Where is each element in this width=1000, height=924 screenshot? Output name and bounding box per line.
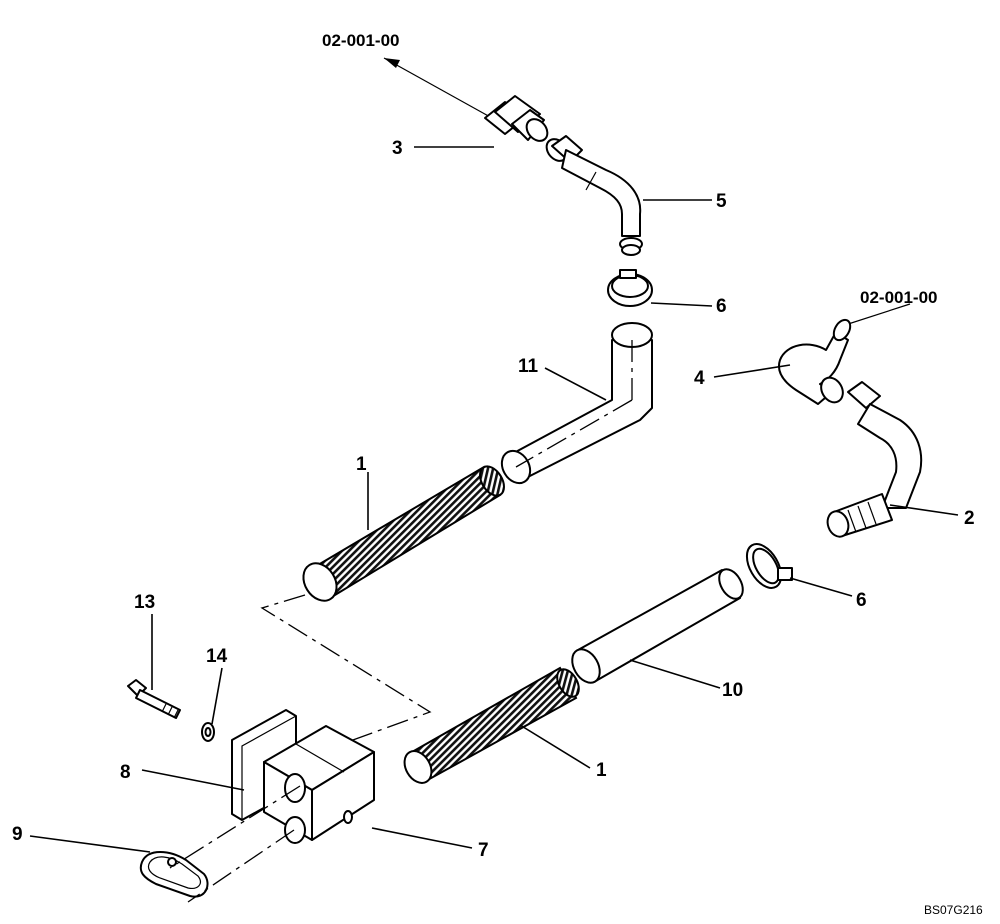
callout-7: 7 — [478, 840, 489, 861]
part-11-bent-hose — [500, 322, 653, 485]
part-5-elbow-tube — [551, 135, 643, 256]
callout-9: 9 — [12, 824, 23, 845]
callout-13: 13 — [134, 592, 155, 613]
part-13-bolt — [127, 679, 181, 719]
part-9-clip — [139, 851, 209, 898]
callout-5: 5 — [716, 191, 727, 212]
part-6-hose-clamp-upper — [607, 269, 653, 307]
part-3-adapter-fitting — [484, 95, 569, 162]
assembly-centerline-lower — [169, 785, 301, 903]
callout-6-upper: 6 — [716, 296, 727, 317]
callout-8: 8 — [120, 762, 131, 783]
callout-10: 10 — [722, 680, 743, 701]
reference-arrow-top — [383, 57, 493, 119]
leader-lines — [29, 146, 959, 853]
assembly-centerline-upper — [260, 594, 432, 771]
part-14-washer — [201, 722, 215, 742]
callout-labels: 02-001-00 02-001-00 3 5 6 11 4 1 2 6 13 … — [12, 31, 983, 917]
reference-label-right: 02-001-00 — [860, 288, 938, 307]
callout-14: 14 — [206, 646, 228, 667]
callout-2: 2 — [964, 508, 975, 529]
callout-11: 11 — [518, 356, 539, 377]
part-10-straight-hose — [571, 568, 744, 684]
part-6-hose-clamp-lower — [745, 543, 793, 589]
callout-4: 4 — [694, 368, 705, 389]
callout-3: 3 — [392, 138, 403, 159]
callout-1-lower: 1 — [596, 760, 607, 781]
drawing-code: BS07G216 — [924, 903, 983, 917]
part-2-bent-tube — [826, 381, 923, 538]
callout-1-upper: 1 — [356, 454, 367, 475]
part-4-elbow-fitting — [778, 318, 852, 405]
callout-6-lower: 6 — [856, 590, 867, 611]
reference-label-top: 02-001-00 — [322, 31, 400, 50]
part-1-knurled-sleeve-lower — [403, 666, 580, 784]
part-7-clamp-block — [263, 725, 375, 844]
reference-arrow-right — [841, 303, 911, 327]
part-1-knurled-sleeve-upper — [302, 465, 505, 602]
